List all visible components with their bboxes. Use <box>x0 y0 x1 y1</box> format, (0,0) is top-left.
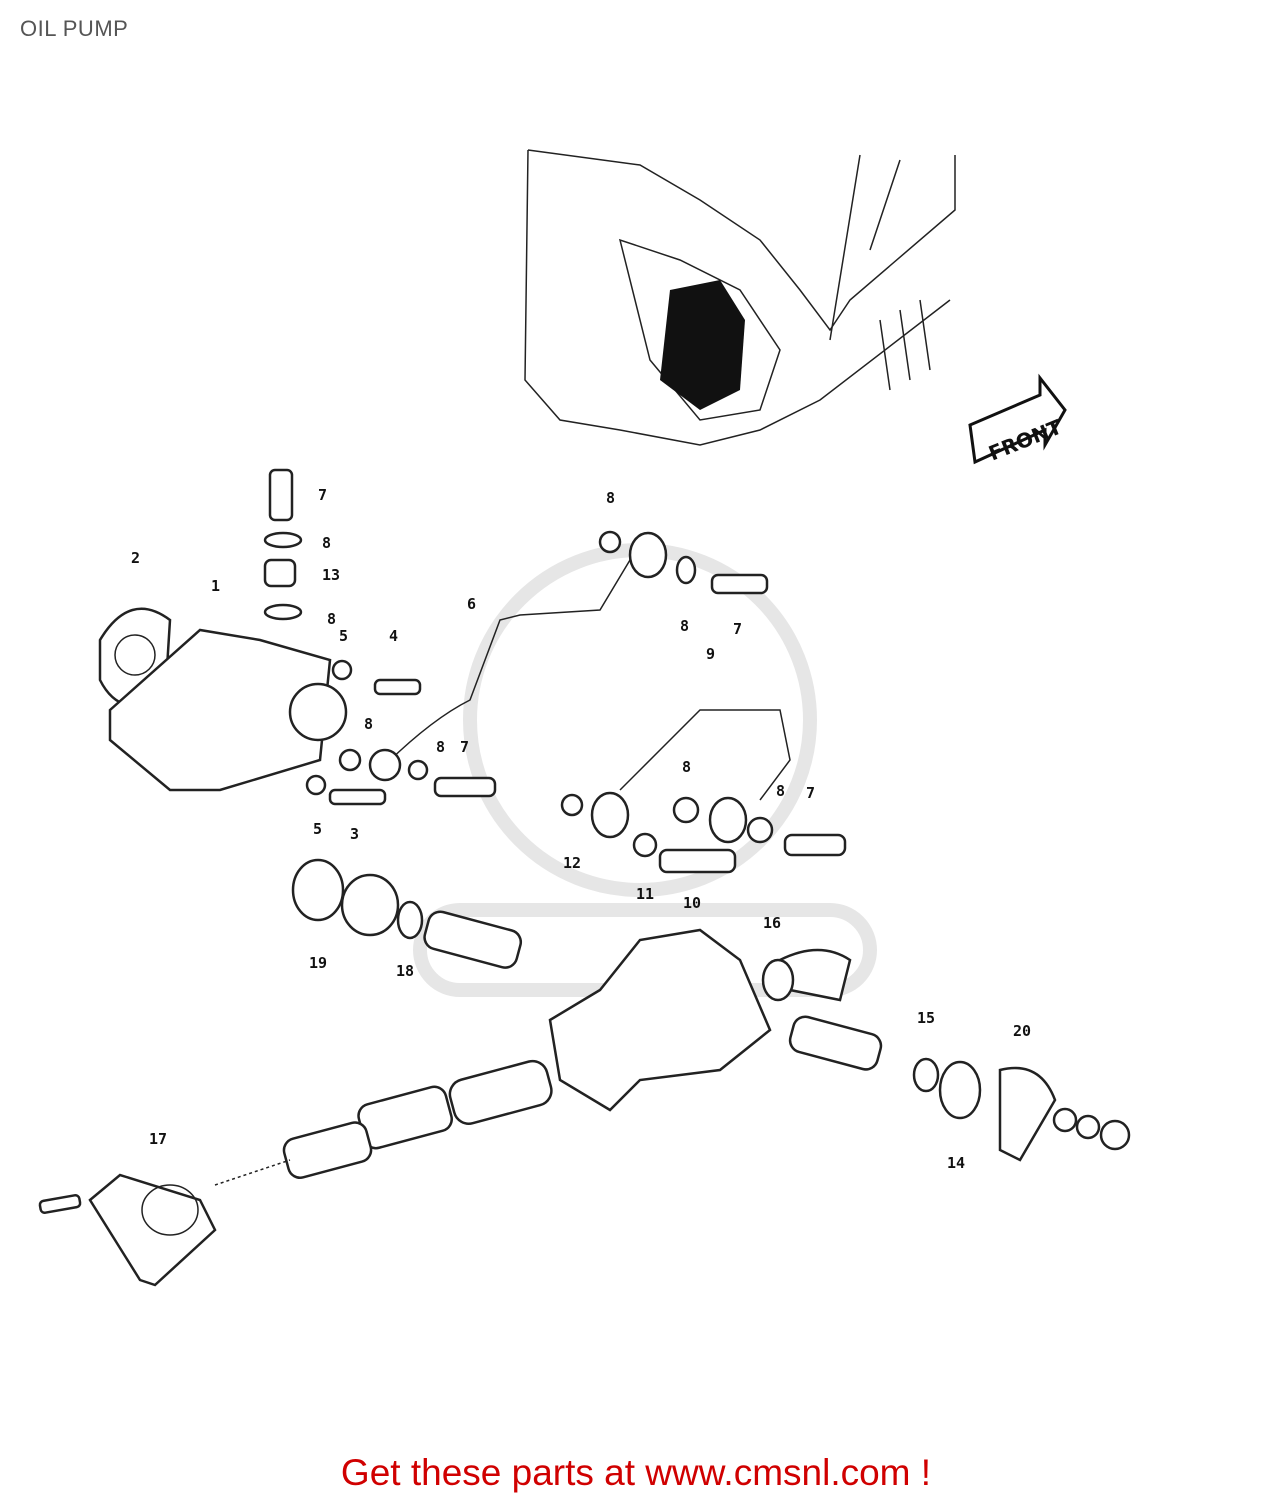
callout-8: 8 <box>436 738 445 756</box>
upper-pump-parts <box>98 468 847 874</box>
callout-19: 19 <box>309 954 327 972</box>
callout-5: 5 <box>313 820 322 838</box>
callout-17: 17 <box>149 1130 167 1148</box>
callout-3: 3 <box>350 825 359 843</box>
callout-7: 7 <box>460 738 469 756</box>
footer-link[interactable]: Get these parts at www.cmsnl.com ! <box>340 1452 932 1493</box>
callout-8: 8 <box>776 782 785 800</box>
part-callouts: 7 8 13 8 2 1 5 4 6 8 8 7 9 8 8 7 5 3 8 8… <box>131 486 1031 1172</box>
callout-10: 10 <box>683 894 701 912</box>
callout-7: 7 <box>733 620 742 638</box>
callout-18: 18 <box>396 962 414 980</box>
callout-11: 11 <box>636 885 654 903</box>
callout-12: 12 <box>563 854 581 872</box>
front-arrow: FRONT <box>968 373 1067 466</box>
callout-9: 9 <box>706 645 715 663</box>
callout-7: 7 <box>806 784 815 802</box>
callout-16: 16 <box>763 914 781 932</box>
callout-8: 8 <box>322 534 331 552</box>
callout-8: 8 <box>682 758 691 776</box>
callout-7: 7 <box>318 486 327 504</box>
callout-4: 4 <box>389 627 398 645</box>
callout-13: 13 <box>322 566 340 584</box>
callout-1: 1 <box>211 577 220 595</box>
callout-15: 15 <box>917 1009 935 1027</box>
engine-illustration <box>524 149 956 446</box>
callout-2: 2 <box>131 549 140 567</box>
callout-8: 8 <box>606 489 615 507</box>
callout-8: 8 <box>327 610 336 628</box>
callout-5: 5 <box>339 627 348 645</box>
lower-pump-parts <box>38 858 1131 1287</box>
callout-8: 8 <box>364 715 373 733</box>
callout-20: 20 <box>1013 1022 1031 1040</box>
callout-6: 6 <box>467 595 476 613</box>
callout-8: 8 <box>680 617 689 635</box>
page-title: OIL PUMP <box>20 16 129 41</box>
callout-14: 14 <box>947 1154 965 1172</box>
